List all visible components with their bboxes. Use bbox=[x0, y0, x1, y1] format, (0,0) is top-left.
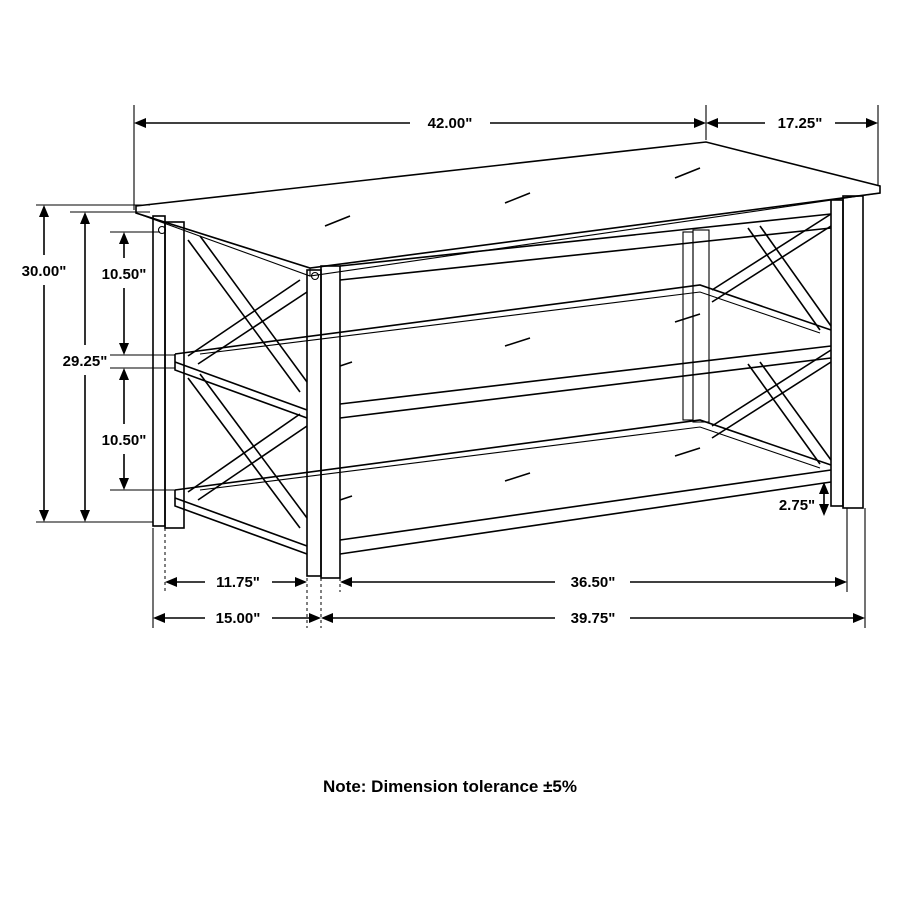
dim-front-outer-width: 39.75" bbox=[571, 610, 616, 627]
dim-side-outer-depth: 15.00" bbox=[216, 610, 261, 627]
dimension-lines bbox=[36, 105, 879, 628]
dim-side-inner-depth: 11.75" bbox=[216, 574, 260, 591]
dim-overall-height: 30.00" bbox=[22, 263, 67, 280]
dim-front-inner-width: 36.50" bbox=[571, 574, 616, 591]
dim-inner-height: 29.25" bbox=[63, 353, 108, 370]
dim-overall-width: 42.00" bbox=[428, 115, 473, 132]
furniture-drawing bbox=[135, 141, 881, 579]
dimension-tolerance-note: Note: Dimension tolerance ±5% bbox=[323, 777, 577, 796]
dim-overall-depth: 17.25" bbox=[778, 115, 823, 132]
dim-upper-shelf-clearance: 10.50" bbox=[102, 266, 147, 283]
dim-lower-shelf-clearance: 10.50" bbox=[102, 432, 147, 449]
dim-floor-clearance: 2.75" bbox=[779, 497, 815, 514]
